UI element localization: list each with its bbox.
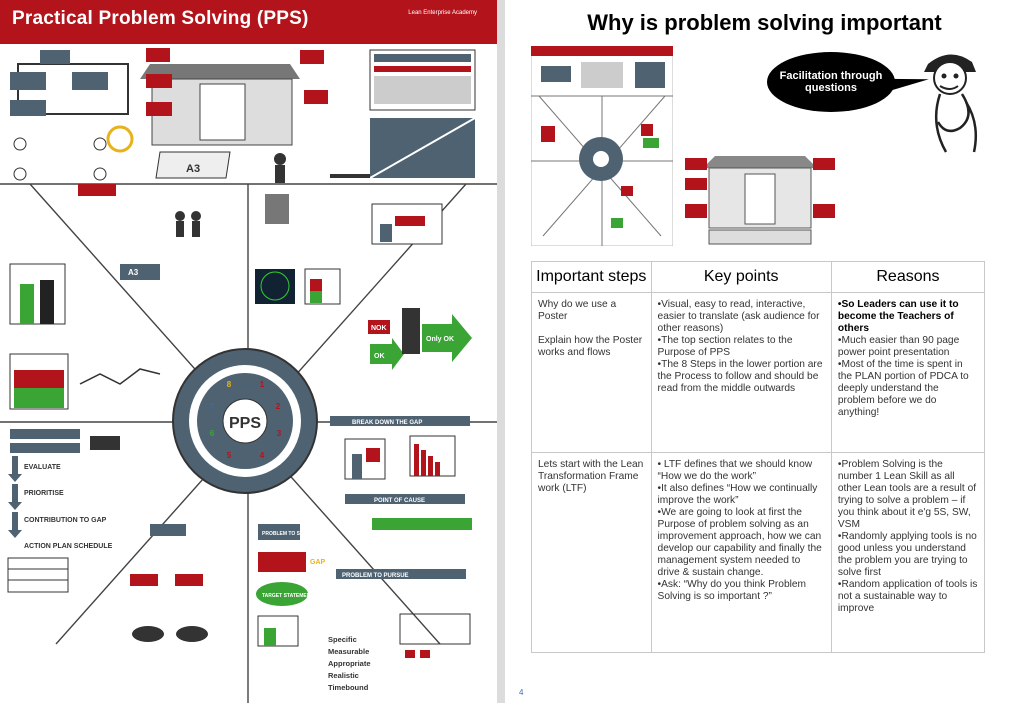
row2-point-3: •We are going to look at first the Purpo…: [657, 507, 822, 578]
header-important-steps: Important steps: [531, 261, 652, 293]
poster-evaluate-label: EVALUATE: [24, 464, 61, 471]
pps-poster: Practical Problem Solving (PPS) Lean Ent…: [0, 0, 497, 703]
poster-contribution-label: CONTRIBUTION TO GAP: [24, 517, 107, 524]
smart-appropriate: Appropriate: [328, 659, 371, 668]
row1-point-2: •The top section relates to the Purpose …: [657, 335, 793, 358]
slide-title: Why is problem solving important: [587, 10, 942, 35]
poster-illustration: A3 PPS 1 2: [0, 48, 497, 703]
smart-timebound: Timebound: [328, 683, 369, 692]
wheel-step-5: 5: [227, 451, 232, 460]
row2-reason-1: •Problem Solving is the number 1 Lean Sk…: [837, 459, 977, 530]
wheel-step-8: 8: [227, 380, 232, 389]
wheel-step-2: 2: [276, 402, 281, 411]
row1-reason-1: •Much easier than 90 page power point pr…: [837, 335, 960, 358]
smart-realistic: Realistic: [328, 671, 359, 680]
row2-points: • LTF defines that we should know “How w…: [650, 452, 832, 653]
poster-target-statement-label: TARGET STATEMENT: [262, 593, 313, 599]
smart-measurable: Measurable: [328, 647, 369, 656]
row1-point-3: •The 8 Steps in the lower portion are th…: [657, 359, 823, 394]
wheel-step-4: 4: [260, 451, 265, 460]
poster-a3-label: A3: [186, 163, 200, 175]
poster-break-down-label: BREAK DOWN THE GAP: [352, 420, 422, 426]
key-points-table: Important steps Key points Reasons Why d…: [531, 261, 986, 653]
poster-banner: Practical Problem Solving (PPS) Lean Ent…: [0, 0, 497, 44]
row2-steps: Lets start with the Lean Transformation …: [531, 452, 652, 653]
poster-ok-label: OK: [374, 353, 385, 360]
poster-only-ok-label: Only OK: [426, 336, 454, 343]
row1-step-1: Why do we use a Poster: [538, 299, 617, 322]
poster-thumbnail: [531, 46, 673, 246]
poster-wedge-right-lower: BREAK DOWN THE GAP POINT OF CAUSE PROBLE…: [256, 416, 472, 692]
poster-logo: Lean Enterprise Academy: [408, 10, 477, 16]
poster-problem-to-pursue-label: PROBLEM TO PURSUE: [342, 573, 409, 579]
pps-hub-label: PPS: [229, 415, 261, 432]
poster-gap-label: GAP: [310, 559, 326, 566]
table-row: Why do we use a Poster Explain how the P…: [531, 292, 986, 453]
wheel-step-6: 6: [210, 429, 215, 438]
row1-points: •Visual, easy to read, interactive, easi…: [650, 292, 832, 453]
row2-point-1: • LTF defines that we should know “How w…: [657, 459, 813, 482]
row2-point-2: •It also defines “How we continually imp…: [657, 483, 818, 506]
table-row: Lets start with the Lean Transformation …: [531, 452, 986, 653]
pps-wheel: PPS 1 2 3 4 5 6 7 8: [172, 348, 318, 494]
row2-point-4: •Ask: “Why do you think Problem Solving …: [657, 579, 807, 602]
wheel-step-3: 3: [277, 429, 282, 438]
row2-reason-3: •Random application of tools is not a su…: [837, 579, 978, 614]
page-number: 4: [519, 688, 524, 697]
wheel-step-1: 1: [260, 380, 265, 389]
poster-point-of-cause-label: POINT OF CAUSE: [374, 498, 425, 504]
poster-action-plan-label: ACTION PLAN SCHEDULE: [24, 543, 113, 550]
header-reasons: Reasons: [830, 261, 986, 293]
poster-prioritise-label: PRIORITISE: [24, 490, 64, 497]
poster-title: Practical Problem Solving (PPS): [12, 8, 309, 29]
poster-problem-to-solve-label: PROBLEM TO SOLVE: [262, 531, 314, 537]
row2-step-1: Lets start with the Lean Transformation …: [538, 459, 644, 494]
slide-page: Why is problem solving important Facilit…: [505, 0, 1024, 703]
row2-reasons: •Problem Solving is the number 1 Lean Sk…: [830, 452, 986, 653]
row2-reason-2: •Randomly applying tools is no good unle…: [837, 531, 977, 578]
poster-wedge-left-lower: EVALUATE PRIORITISE CONTRIBUTION TO GAP …: [7, 429, 208, 642]
poster-nok-label: NOK: [371, 325, 387, 332]
wheel-step-7: 7: [210, 402, 215, 411]
row1-reason-2: •Most of the time is spent in the PLAN p…: [837, 359, 969, 418]
poster-wedge-left-upper: A3: [9, 184, 201, 410]
poster-wedge-right-upper: NOK OK Only OK: [255, 194, 472, 370]
poster-a3-wedge: A3: [128, 268, 139, 277]
table-header-row: Important steps Key points Reasons: [531, 261, 986, 293]
speech-bubble: Facilitation through questions: [767, 52, 895, 112]
row1-point-1: •Visual, easy to read, interactive, easi…: [657, 299, 820, 334]
row1-steps: Why do we use a Poster Explain how the P…: [531, 292, 652, 453]
poster-top-section: A3: [10, 48, 476, 183]
lean-house-diagram: [685, 156, 835, 245]
cartoon-person-icon: [924, 54, 977, 153]
row1-step-2: Explain how the Poster works and flows: [538, 335, 643, 358]
row1-reason-bold: •So Leaders can use it to become the Tea…: [837, 299, 959, 334]
smart-specific: Specific: [328, 635, 357, 644]
row1-reasons: •So Leaders can use it to become the Tea…: [830, 292, 986, 453]
header-key-points: Key points: [650, 261, 832, 293]
